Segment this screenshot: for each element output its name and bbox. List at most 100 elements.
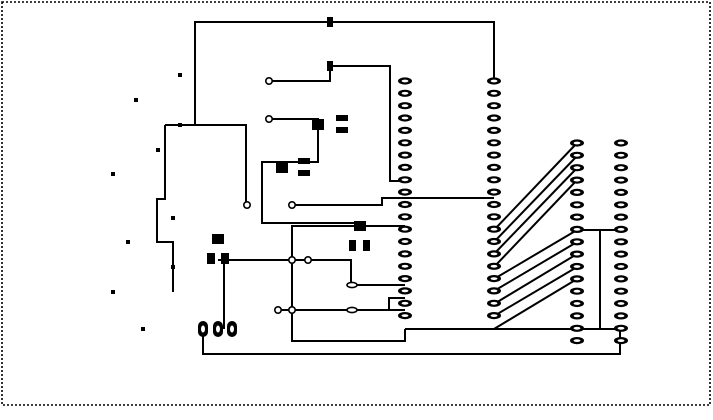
header-pin-hole [490,314,498,317]
trace [493,278,578,330]
via [178,123,182,127]
trace [194,21,495,125]
header-pin-hole [490,129,498,132]
header-pin-hole [573,203,581,207]
header-pin-hole [401,264,409,268]
round-pad [287,305,296,314]
via [111,290,115,294]
header-pin-hole [401,141,409,145]
header-pin-hole [573,166,581,170]
header-pin-hole [573,228,581,231]
header-pin-hole [490,203,498,206]
board-outline [1,1,711,406]
smd-pad [327,17,333,27]
trace [493,241,578,292]
header-pin-hole [617,240,625,244]
smd-pad [336,115,348,121]
smd-pad [336,127,348,133]
header-pin-hole [573,289,581,293]
trace-layer [156,21,621,355]
header-b [487,77,501,320]
header-pin-hole [401,314,409,317]
round-pad [346,306,358,314]
header-pin-hole [401,215,409,219]
trace [269,65,405,182]
header-pin-hole [617,314,625,318]
small-pad-hole [201,325,205,333]
header-pin-hole [617,215,625,219]
trace [493,253,578,305]
header-a [398,77,412,320]
via [178,73,182,77]
smd-pad [349,240,356,251]
smd-pad-layer [207,17,370,264]
header-pin-hole [573,339,581,342]
smd-pad [298,158,310,164]
header-pin-hole [573,277,581,281]
header-pin-hole [490,240,498,243]
trace [493,229,578,280]
header-pin-hole [617,326,625,330]
header-pin-hole [573,178,581,182]
smd-pad [221,253,229,264]
header-pin-hole [490,264,498,268]
header-pin-hole [401,166,409,169]
header-pin-hole [617,228,625,231]
smd-pad [312,119,324,130]
header-pin-hole [401,153,409,157]
round-pad-layer [243,77,358,314]
smd-pad [207,253,215,264]
header-pin-hole [573,252,581,256]
header-pin-hole [401,104,409,108]
round-pad [243,201,252,210]
via [134,98,138,102]
smd-pad [327,61,333,71]
header-pin-hole [490,116,498,120]
via [111,172,115,176]
header-pin-hole [490,215,498,219]
header-c [570,139,584,345]
header-pin-hole [401,116,409,120]
header-pin-hole [490,301,498,305]
via-layer [111,73,182,331]
trace [493,142,578,231]
header-layer [398,77,628,345]
header-pin-hole [401,129,409,132]
header-pin-hole [490,227,498,231]
round-pad [346,281,358,289]
header-pin-hole [617,339,625,342]
smd-pad [298,170,310,176]
header-pin-hole [401,203,409,206]
header-pin-hole [401,227,409,231]
header-pin-hole [573,215,581,219]
header-pin-hole [617,166,625,170]
header-pin-hole [490,190,498,194]
header-pin-hole [617,302,625,305]
header-pin-hole [401,277,409,280]
smd-pad [363,240,370,251]
header-pin-hole [617,277,625,281]
trace [291,225,406,342]
header-pin-hole [401,91,409,95]
trace [493,167,578,255]
header-pin-hole [401,289,409,293]
smd-pad [212,234,224,244]
round-pad [287,255,296,264]
header-pin-hole [490,166,498,169]
trace [156,125,174,292]
header-pin-hole [490,252,498,256]
header-pin-hole [573,265,581,268]
header-pin-hole [573,191,581,194]
header-pin-hole [617,178,625,182]
header-pin-hole [490,178,498,182]
header-pin-hole [401,178,409,182]
small-pad-hole [216,325,220,333]
trace [292,297,405,311]
header-pin-hole [490,277,498,280]
header-pin-hole [573,326,581,330]
round-pad [287,201,296,210]
via [126,240,130,244]
via [141,327,145,331]
via [156,148,160,152]
